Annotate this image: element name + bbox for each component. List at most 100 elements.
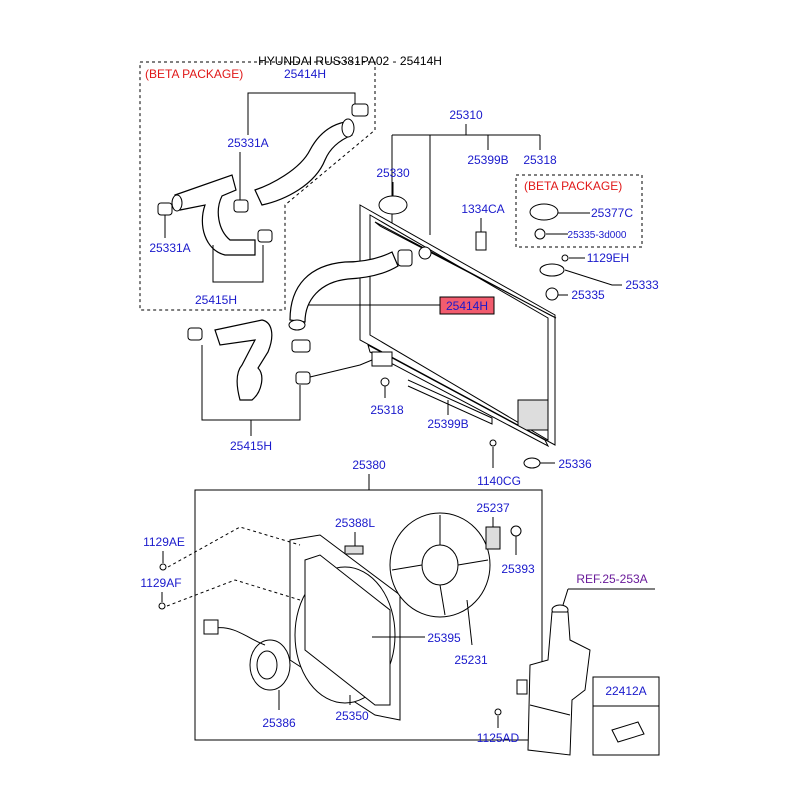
callout-25335-3d000[interactable]: 25335-3d000 (568, 230, 627, 241)
callout-25350[interactable]: 25350 (335, 709, 369, 723)
hose-end-lower (171, 194, 183, 212)
radiator-top-tank (374, 221, 557, 319)
callout-1125ad[interactable]: 1125AD (477, 731, 520, 745)
callout-25333[interactable]: 25333 (625, 278, 659, 292)
clamp-upper-radiator (397, 249, 413, 267)
leader-lower-hose-to-radiator (309, 359, 373, 378)
leader-1129af-dashed (166, 579, 301, 607)
bolt-25318 (380, 377, 390, 387)
fan-blade-line-4 (391, 564, 423, 571)
radiator-core-front (369, 214, 549, 441)
callout-22412a[interactable]: 22412A (605, 684, 646, 698)
upper-outlet (418, 246, 432, 260)
motor-wire (214, 627, 266, 646)
label-22412a (611, 721, 645, 743)
leader-25231 (466, 599, 473, 646)
bracket-25333 (539, 263, 565, 277)
beta-package-label-right: (BETA PACKAGE) (524, 179, 622, 193)
callout-25386[interactable]: 25386 (262, 716, 296, 730)
callout-25414h-top[interactable]: 25414H (284, 67, 326, 81)
callout-25399b-bottom[interactable]: 25399B (427, 417, 468, 431)
clamp-upper-right (351, 103, 369, 117)
highlight-box-25414h (439, 296, 495, 315)
clamp-lower-hose-right (295, 371, 311, 385)
leader-25333 (564, 269, 622, 286)
fan-blade-line-2 (457, 559, 489, 566)
callout-25415h-bottom[interactable]: 25415H (230, 439, 272, 453)
callout-25399b-top[interactable]: 25399B (467, 153, 508, 167)
bolt-1140cg (489, 439, 497, 447)
radiator-cap (378, 195, 408, 215)
leader-1129ae-dashed (167, 526, 301, 568)
bolt-1129ae (159, 563, 167, 571)
motor-connector (203, 619, 219, 635)
clamp-lower-radiator-top (291, 339, 311, 353)
ref-link[interactable]: REF.25-253A (576, 572, 647, 586)
callout-25336[interactable]: 25336 (558, 457, 592, 471)
bracket-1334ca (475, 231, 487, 251)
callout-25231[interactable]: 25231 (454, 653, 488, 667)
callout-25330[interactable]: 25330 (376, 166, 410, 180)
callout-25415h-top[interactable]: 25415H (195, 293, 237, 307)
bushing-25335 (545, 287, 559, 301)
callout-25377c[interactable]: 25377C (591, 206, 633, 220)
fan-motor-face (256, 650, 278, 680)
radiator-fins (517, 399, 549, 431)
fan-shroud-inner (304, 554, 391, 706)
mount-25377c (529, 203, 559, 221)
beta-package-box-left (139, 61, 376, 311)
lower-radiator-hose (214, 319, 273, 401)
lower-hose-beta (174, 174, 256, 256)
leader-25415h-top (212, 245, 264, 283)
callout-25414h-highlight[interactable]: 25414H (446, 299, 488, 313)
leader-25414h-top (247, 92, 356, 135)
beta-package-label-left: (BETA PACKAGE) (145, 67, 243, 81)
radiator-bottom-tank (367, 344, 550, 448)
callout-25393[interactable]: 25393 (501, 562, 535, 576)
callout-1334ca[interactable]: 1334CA (461, 202, 504, 216)
label-25388l (344, 545, 364, 555)
bolt-1125ad (494, 708, 502, 716)
fan-blade-line-3 (439, 584, 446, 616)
box-22412a (592, 676, 660, 756)
callout-25335[interactable]: 25335 (571, 288, 605, 302)
callout-25395[interactable]: 25395 (427, 631, 461, 645)
reservoir-tank (527, 611, 591, 756)
callout-25380[interactable]: 25380 (352, 458, 386, 472)
callout-25318-bottom[interactable]: 25318 (370, 403, 404, 417)
upper-hose-beta (254, 121, 353, 206)
leader-ref (562, 588, 569, 606)
clamp-lower-hose-left (187, 327, 203, 341)
bolt-1129af (158, 602, 166, 610)
callout-1129eh[interactable]: 1129EH (587, 251, 629, 265)
callout-1129ae[interactable]: 1129AE (143, 535, 185, 549)
callout-25331a-bottom[interactable]: 25331A (149, 241, 190, 255)
beta-package-box-right (515, 174, 643, 248)
callout-25318-top[interactable]: 25318 (523, 153, 557, 167)
nut-25393 (510, 525, 522, 537)
clamp-upper-left (233, 199, 249, 213)
hose-end-upper (341, 118, 355, 138)
upper-hose-end (288, 319, 306, 331)
reservoir-level-line (529, 704, 571, 716)
callout-1129af[interactable]: 1129AF (140, 576, 181, 590)
callout-25388l[interactable]: 25388L (335, 516, 375, 530)
bolt-1129eh (561, 254, 569, 262)
diagram-title: HYUNDAI RUS381PA02 - 25414H (258, 54, 442, 68)
upper-radiator-hose (289, 251, 399, 323)
lower-outlet (371, 351, 393, 367)
bushing-25335-3d000 (534, 228, 546, 240)
cap-25237 (485, 526, 501, 550)
callout-25237[interactable]: 25237 (476, 501, 510, 515)
fan-hub (421, 544, 459, 586)
bushing-25336 (523, 457, 541, 469)
drain-pipe-25399b (407, 379, 493, 425)
clamp-lower-left (157, 202, 173, 216)
reservoir-bracket (516, 679, 528, 695)
callout-25310[interactable]: 25310 (449, 108, 483, 122)
clamp-lower-right (257, 229, 273, 243)
callout-1140cg[interactable]: 1140CG (477, 474, 521, 488)
callout-25331a-top[interactable]: 25331A (227, 136, 268, 150)
